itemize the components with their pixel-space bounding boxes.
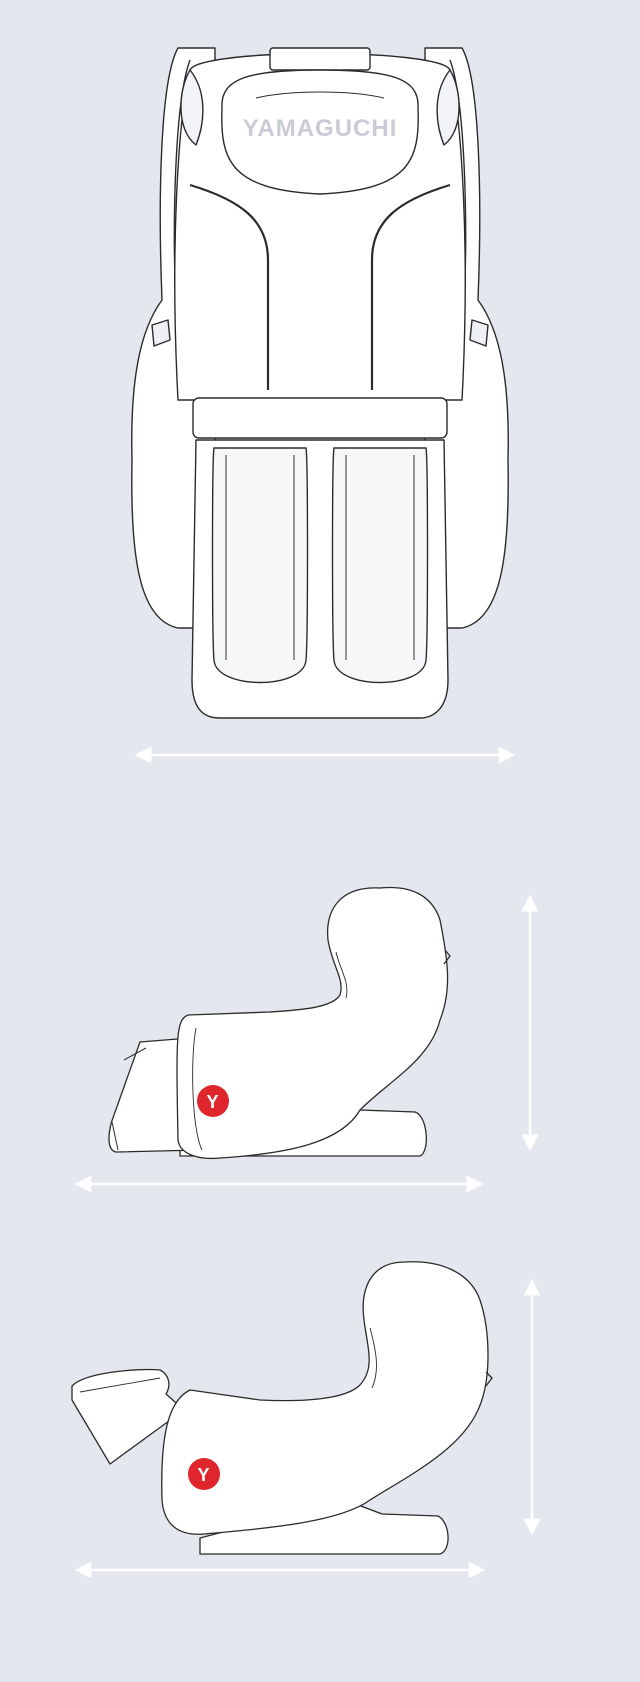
chair-front-illustration: YAMAGUCHI (131, 47, 516, 764)
brand-wordmark: YAMAGUCHI (243, 115, 398, 142)
chair-side-upright-illustration: Y (74, 886, 539, 1193)
chair-side-reclined-illustration: Y (71, 1261, 541, 1579)
brand-badge-icon (197, 1085, 229, 1117)
front-view: YAMAGUCHI (0, 0, 640, 780)
brand-badge-letter: Y (206, 1092, 219, 1112)
side-reclined-view: Y (0, 1260, 640, 1682)
side-upright-view: Y (0, 860, 640, 1200)
brand-badge-icon-reclined (188, 1458, 220, 1490)
brand-badge-letter-reclined: Y (197, 1465, 210, 1485)
